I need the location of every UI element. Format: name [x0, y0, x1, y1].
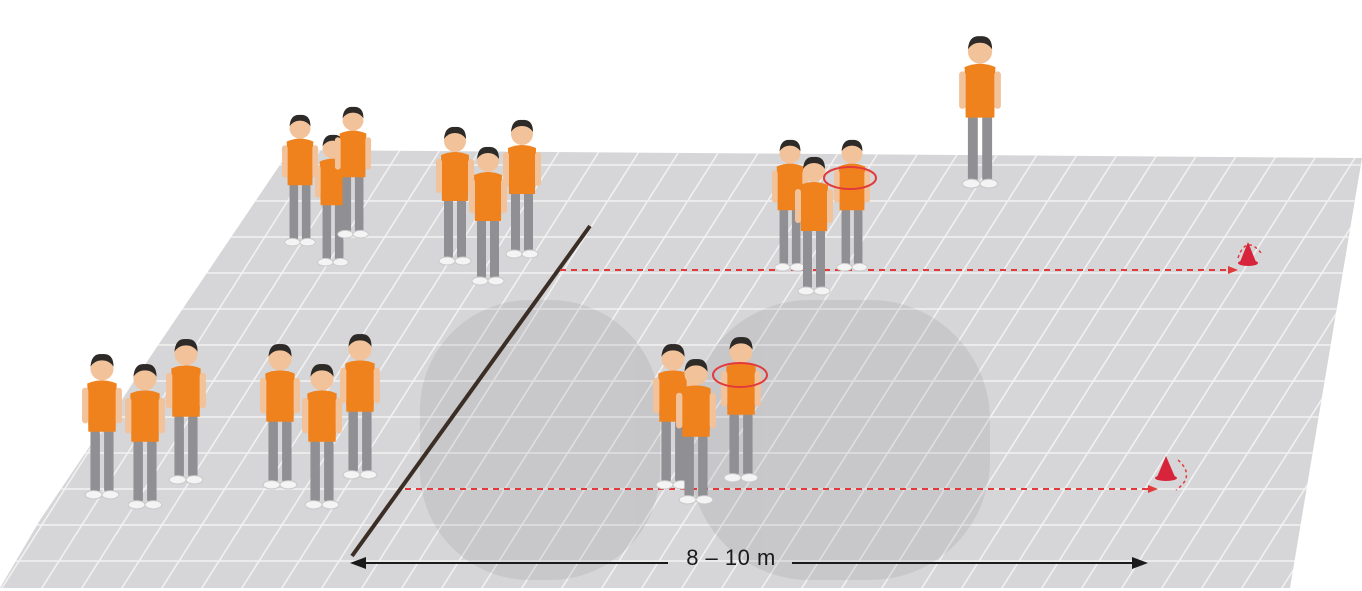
exercise-illustration: .shirt{fill:#f0821e;}.pants{fill:#8f8f94…: [0, 0, 1362, 591]
court-scene: .shirt{fill:#f0821e;}.pants{fill:#8f8f94…: [0, 0, 1362, 591]
